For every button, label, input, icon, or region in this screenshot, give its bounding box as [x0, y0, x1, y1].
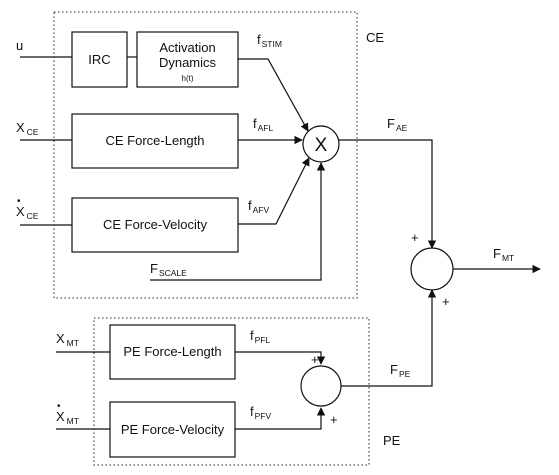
wire-f-afv — [238, 157, 310, 225]
multiplier-symbol: X — [315, 135, 328, 156]
total-sum-plus-bottom: + — [442, 294, 450, 309]
wire-f-pe — [341, 289, 437, 387]
irc-label: IRC — [88, 52, 110, 67]
pe-force-velocity-label: PE Force-Velocity — [121, 422, 225, 437]
ce-force-velocity-label: CE Force-Velocity — [103, 217, 208, 232]
signal-f-afl-label: fAFL — [253, 116, 273, 133]
signal-f-ae-label: FAE — [387, 116, 408, 133]
ce-force-length-block — [71, 113, 239, 169]
wire-f-scale — [150, 162, 326, 281]
wire-f-stim — [238, 58, 309, 132]
input-u-label: u — [16, 38, 23, 53]
signal-f-afv-label: fAFV — [248, 198, 269, 215]
signal-f-stim-label: fSTIM — [257, 32, 282, 49]
multiplier-node — [302, 125, 340, 163]
ce-group-label: CE — [366, 30, 384, 45]
input-xdot-mt-dot: • — [57, 401, 61, 412]
activation-label-line3: h(t) — [182, 74, 194, 83]
signal-f-pe-label: FPE — [390, 362, 411, 379]
total-summing-node — [410, 247, 454, 291]
signal-f-pfv-label: fPFV — [250, 404, 271, 421]
ce-force-velocity-block — [71, 197, 239, 253]
wire-f-pfl — [235, 351, 326, 365]
input-f-scale-label: FSCALE — [150, 261, 187, 278]
irc-block — [71, 31, 128, 88]
input-xdot-ce-dot: • — [17, 196, 21, 207]
wire-f-pfv — [235, 407, 326, 430]
output-f-mt-label: FMT — [493, 246, 514, 263]
activation-label-line1: Activation — [159, 40, 215, 55]
total-sum-plus-top: + — [411, 230, 419, 245]
ce-force-length-label: CE Force-Length — [106, 133, 205, 148]
pe-force-length-label: PE Force-Length — [123, 344, 221, 359]
pe-sum-plus-bottom: + — [330, 412, 338, 427]
signal-f-pfl-label: fPFL — [250, 328, 270, 345]
pe-summing-node — [300, 365, 342, 407]
activation-label-line2: Dynamics — [159, 55, 217, 70]
pe-group-label: PE — [383, 433, 401, 448]
wire-f-ae — [339, 139, 437, 249]
activation-dynamics-block — [136, 31, 239, 88]
pe-sum-plus-top: + — [311, 352, 319, 367]
pe-group-boundary — [93, 317, 370, 466]
pe-force-length-block — [109, 324, 236, 380]
ce-group-boundary — [53, 11, 358, 299]
